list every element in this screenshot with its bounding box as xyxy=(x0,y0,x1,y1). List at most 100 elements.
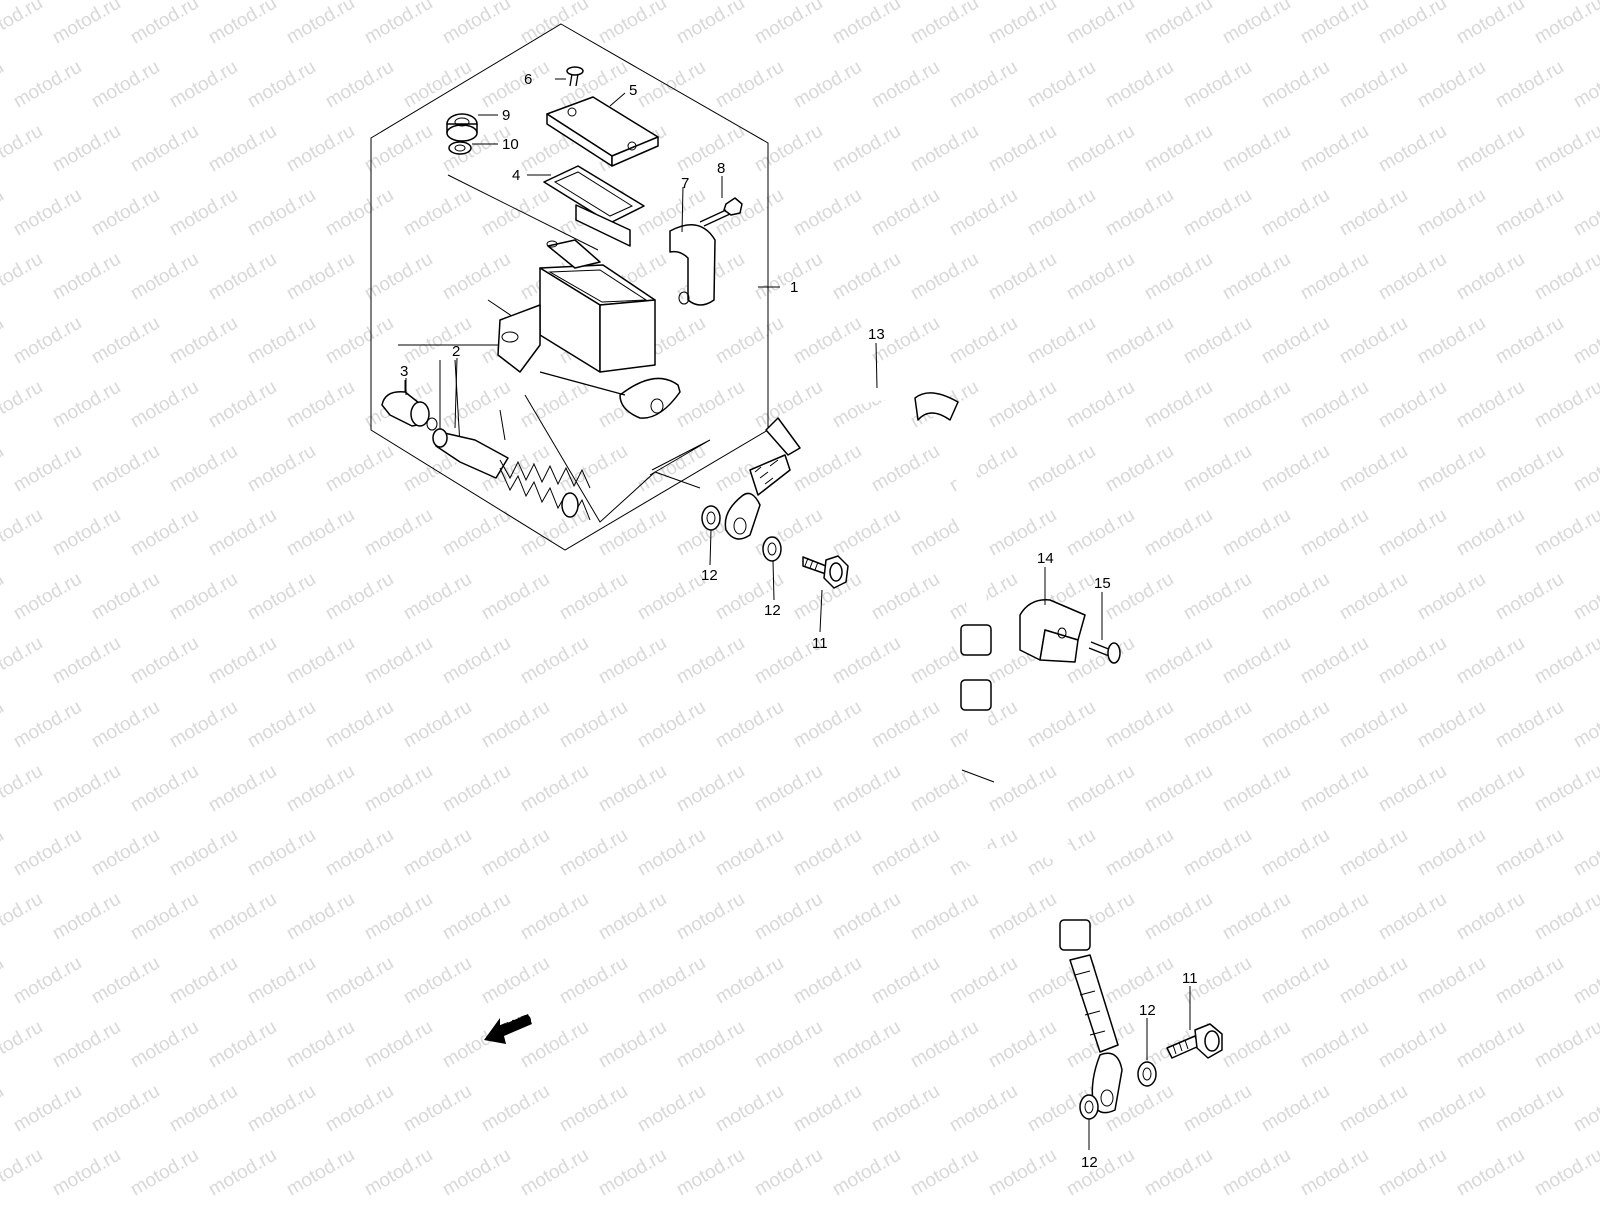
watermark-text: motod.ru xyxy=(946,57,1021,113)
watermark-text: motod.ru xyxy=(0,569,7,625)
watermark-text: motod.ru xyxy=(1375,889,1450,945)
watermark-text: motod.ru xyxy=(1219,889,1294,945)
watermark-text: motod.ru xyxy=(1180,313,1255,369)
watermark-text: motod.ru xyxy=(88,697,163,753)
watermark-text: motod.ru xyxy=(127,889,202,945)
watermark-text: motod.ru xyxy=(1297,1017,1372,1073)
watermark-text: motod.ru xyxy=(1570,441,1600,497)
watermark-text: motod.ru xyxy=(1531,249,1600,305)
watermark-text: motod.ru xyxy=(1219,633,1294,689)
watermark-text: motod.ru xyxy=(634,953,709,1009)
watermark-text: motod.ru xyxy=(1414,825,1489,881)
watermark-text: motod.ru xyxy=(283,1145,358,1200)
watermark-text: motod.ru xyxy=(1531,0,1600,48)
watermark-text: motod.ru xyxy=(790,697,865,753)
watermark-text: motod.ru xyxy=(673,0,748,48)
watermark-text: motod.ru xyxy=(166,313,241,369)
watermark-text: motod.ru xyxy=(439,1145,514,1200)
reservoir-cap-part-5 xyxy=(546,96,659,167)
watermark-text: motod.ru xyxy=(439,505,514,561)
watermark-text: motod.ru xyxy=(1024,313,1099,369)
watermark-text: motod.ru xyxy=(1492,57,1567,113)
watermark-text: motod.ru xyxy=(127,377,202,433)
watermark-text: motod.ru xyxy=(790,441,865,497)
watermark-text: motod.ru xyxy=(400,1081,475,1137)
watermark-text: motod.ru xyxy=(1063,121,1138,177)
watermark-text: motod.ru xyxy=(1258,569,1333,625)
bolt-part-8 xyxy=(699,197,743,227)
callout-7: 7 xyxy=(681,175,689,192)
watermark-text: motod.ru xyxy=(1414,441,1489,497)
watermark-text: motod.ru xyxy=(946,953,1021,1009)
watermark-text: motod.ru xyxy=(1258,313,1333,369)
watermark-text: motod.ru xyxy=(517,0,592,48)
watermark-text: motod.ru xyxy=(1180,57,1255,113)
watermark-text: motod.ru xyxy=(790,313,865,369)
watermark-text: motod.ru xyxy=(166,57,241,113)
watermark-text: motod.ru xyxy=(1141,0,1216,48)
watermark-text: motod.ru xyxy=(0,185,7,241)
piston-cup-part-3 xyxy=(381,391,438,431)
watermark-text: motod.ru xyxy=(127,761,202,817)
watermark-text: motod.ru xyxy=(49,1145,124,1200)
watermark-text: motod.ru xyxy=(49,377,124,433)
watermark-text: motod.ru xyxy=(322,825,397,881)
watermark-text: motod.ru xyxy=(166,185,241,241)
watermark-text: motod.ru xyxy=(1141,377,1216,433)
callout-14: 14 xyxy=(1037,550,1054,567)
watermark-text: motod.ru xyxy=(322,441,397,497)
watermark-text: motod.ru xyxy=(751,889,826,945)
watermark-text: motod.ru xyxy=(478,953,553,1009)
watermark-text: motod.ru xyxy=(1375,0,1450,48)
watermark-text: motod.ru xyxy=(985,889,1060,945)
watermark-text: motod.ru xyxy=(790,825,865,881)
watermark-text: motod.ru xyxy=(0,953,7,1009)
watermark-text: motod.ru xyxy=(283,377,358,433)
watermark-text: motod.ru xyxy=(478,825,553,881)
watermark-text: motod.ru xyxy=(205,1017,280,1073)
watermark-text: motod.ru xyxy=(1531,633,1600,689)
watermark-text: motod.ru xyxy=(1180,569,1255,625)
watermark-text: motod.ru xyxy=(1063,0,1138,48)
watermark-text: motod.ru xyxy=(1180,185,1255,241)
watermark-text: motod.ru xyxy=(1414,697,1489,753)
watermark-text: motod.ru xyxy=(1453,889,1528,945)
watermark-text: motod.ru xyxy=(88,569,163,625)
watermark-text: motod.ru xyxy=(166,953,241,1009)
watermark-text: motod.ru xyxy=(1531,505,1600,561)
watermark-text: motod.ru xyxy=(1297,1145,1372,1200)
watermark-text: motod.ru xyxy=(1414,569,1489,625)
watermark-text: motod.ru xyxy=(673,889,748,945)
washer-part-12-b xyxy=(762,536,782,562)
watermark-text: motod.ru xyxy=(478,57,553,113)
watermark-text: motod.ru xyxy=(751,1017,826,1073)
watermark-text: motod.ru xyxy=(1492,441,1567,497)
watermark-text: motod.ru xyxy=(166,569,241,625)
washer-part-10 xyxy=(448,141,472,155)
watermark-text: motod.ru xyxy=(283,505,358,561)
callout-12-c: 12 xyxy=(1139,1002,1156,1019)
watermark-text: motod.ru xyxy=(205,249,280,305)
watermark-text: motod.ru xyxy=(10,569,85,625)
holder-part-7 xyxy=(669,224,716,306)
watermark-text: motod.ru xyxy=(751,1145,826,1200)
watermark-text: motod.ru xyxy=(0,761,46,817)
watermark-text: motod.ru xyxy=(283,1017,358,1073)
watermark-text: motod.ru xyxy=(1258,953,1333,1009)
watermark-text: motod.ru xyxy=(517,505,592,561)
brake-hose-part-13 xyxy=(750,378,1091,951)
watermark-text: motod.ru xyxy=(985,377,1060,433)
watermark-text: motod.ru xyxy=(88,185,163,241)
watermark-text: motod.ru xyxy=(88,57,163,113)
watermark-text: motod.ru xyxy=(0,633,46,689)
watermark-text: motod.ru xyxy=(10,441,85,497)
watermark-text: motod.ru xyxy=(1453,249,1528,305)
watermark-text: motod.ru xyxy=(10,697,85,753)
watermark-text: motod.ru xyxy=(1102,313,1177,369)
callout-labels: 1 2 3 4 5 6 7 8 9 10 11 11 12 12 12 12 1… xyxy=(400,71,1198,1171)
watermark-text: motod.ru xyxy=(907,249,982,305)
watermark-text: motod.ru xyxy=(556,1081,631,1137)
diaphragm-part-4 xyxy=(543,165,645,247)
watermark-text: motod.ru xyxy=(205,633,280,689)
watermark-text: motod.ru xyxy=(1258,697,1333,753)
